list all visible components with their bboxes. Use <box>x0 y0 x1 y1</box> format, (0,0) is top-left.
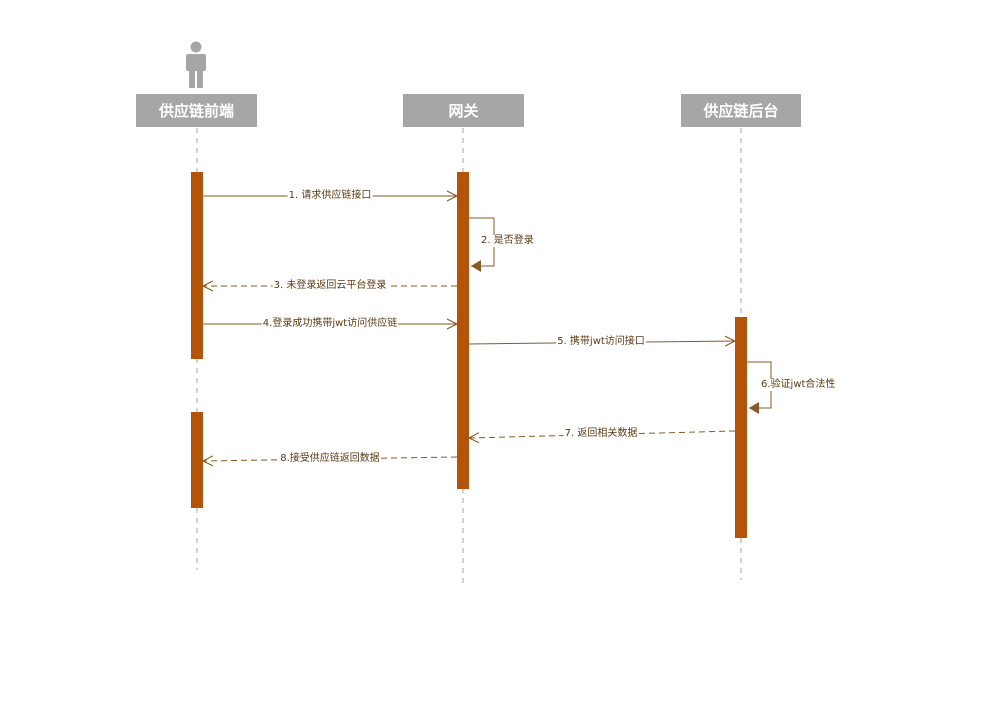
activation-backend <box>735 317 747 538</box>
message-label-5: 5. 携带jwt访问接口 <box>556 336 646 348</box>
activation-frontend-2 <box>191 412 203 508</box>
participant-backend-label: 供应链后台 <box>703 102 779 120</box>
message-arrow-8 <box>203 457 458 461</box>
participant-backend: 供应链后台 <box>681 94 801 127</box>
message-label-4: 4.登录成功携带jwt访问供应链 <box>261 318 399 330</box>
message-label-1: 1. 请求供应链接口 <box>287 190 373 202</box>
participant-gateway: 网关 <box>403 94 524 127</box>
message-label-2: 2. 是否登录 <box>480 235 535 247</box>
participant-gateway-label: 网关 <box>448 102 479 120</box>
message-label-3: 3. 未登录返回云平台登录 <box>272 280 388 292</box>
message-label-8: 8.接受供应链返回数据 <box>279 453 381 465</box>
message-label-6: 6.验证jwt合法性 <box>760 379 837 391</box>
activation-gateway <box>457 172 469 489</box>
message-label-7: 7. 返回相关数据 <box>563 428 639 440</box>
activation-frontend-1 <box>191 172 203 359</box>
person-icon <box>186 41 206 88</box>
participant-frontend: 供应链前端 <box>136 94 257 127</box>
participant-frontend-label: 供应链前端 <box>158 102 234 120</box>
